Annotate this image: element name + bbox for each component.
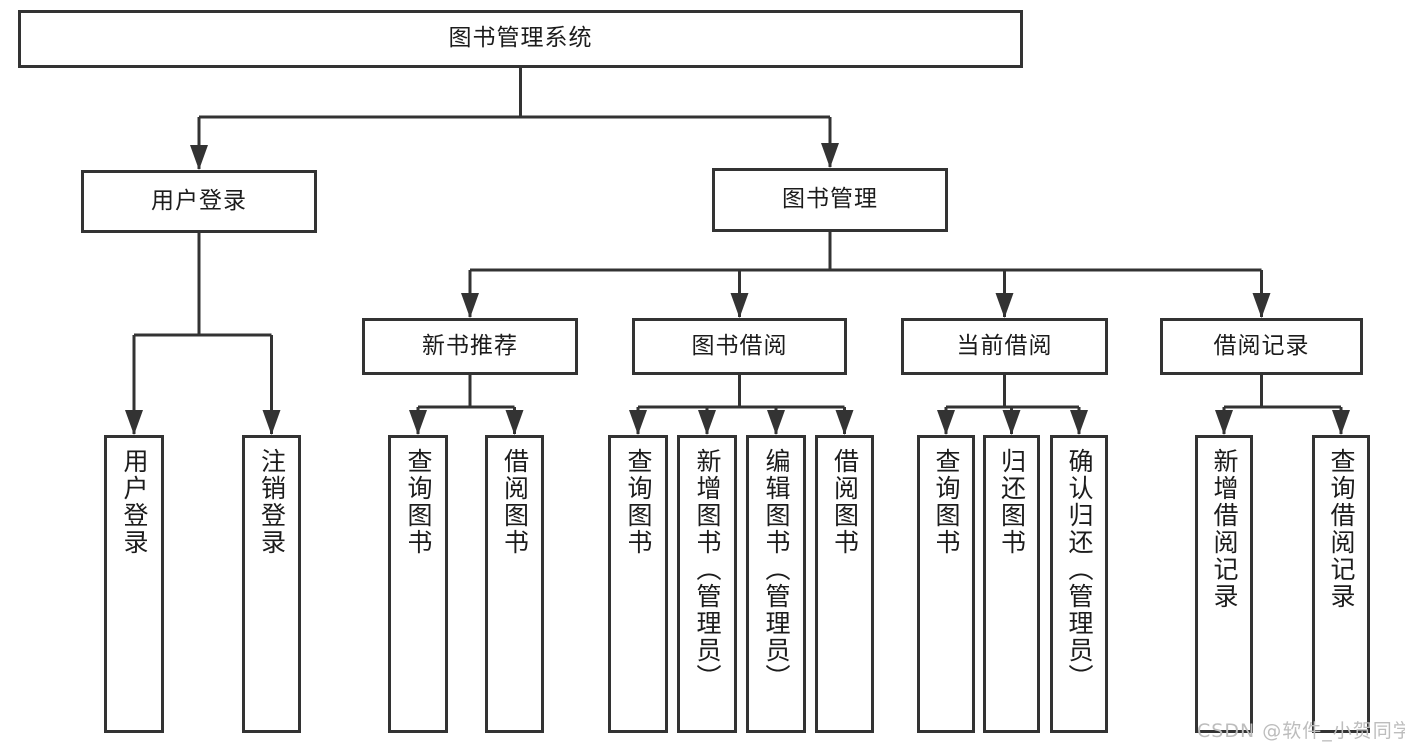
leaf-current-confirm-return[interactable]: 确认归还（管理员） [1050, 435, 1108, 733]
node-borrow-record-label: 借阅记录 [1213, 332, 1310, 359]
leaf-user-logout[interactable]: 注销登录 [242, 435, 301, 733]
node-book-management-label: 图书管理 [782, 186, 878, 213]
leaf-borrow-add-book-label: 新增图书（管理员） [693, 448, 722, 691]
leaf-recommend-borrow-book-label: 借阅图书 [500, 448, 530, 556]
leaf-borrow-query-book[interactable]: 查询图书 [608, 435, 668, 733]
leaf-current-confirm-return-label: 确认归还（管理员） [1065, 448, 1094, 691]
leaf-current-return-book[interactable]: 归还图书 [983, 435, 1040, 733]
leaf-record-query-label: 查询借阅记录 [1327, 448, 1356, 610]
node-user-login[interactable]: 用户登录 [81, 170, 317, 233]
node-current-borrow-label: 当前借阅 [956, 332, 1053, 359]
leaf-borrow-lend-book-label: 借阅图书 [830, 448, 860, 556]
leaf-record-add[interactable]: 新增借阅记录 [1195, 435, 1253, 733]
leaf-borrow-add-book[interactable]: 新增图书（管理员） [677, 435, 737, 733]
node-book-management[interactable]: 图书管理 [712, 168, 948, 232]
node-book-borrow-label: 图书借阅 [691, 332, 788, 359]
leaf-borrow-lend-book[interactable]: 借阅图书 [815, 435, 874, 733]
leaf-user-login[interactable]: 用户登录 [104, 435, 164, 733]
leaf-current-return-book-label: 归还图书 [997, 448, 1027, 556]
node-root-label: 图书管理系统 [448, 25, 593, 52]
leaf-borrow-edit-book[interactable]: 编辑图书（管理员） [746, 435, 806, 733]
leaf-current-query-book-label: 查询图书 [932, 448, 961, 556]
csdn-watermark: CSDN @软件_小贺同学 [1197, 720, 1405, 742]
node-user-login-label: 用户登录 [151, 187, 247, 214]
node-root[interactable]: 图书管理系统 [18, 10, 1023, 68]
leaf-borrow-edit-book-label: 编辑图书（管理员） [762, 448, 791, 691]
node-book-borrow[interactable]: 图书借阅 [632, 318, 847, 375]
leaf-user-login-label: 用户登录 [120, 448, 149, 556]
leaf-user-logout-label: 注销登录 [257, 448, 287, 556]
node-current-borrow[interactable]: 当前借阅 [901, 318, 1108, 375]
leaf-recommend-borrow-book[interactable]: 借阅图书 [485, 435, 544, 733]
leaf-record-query[interactable]: 查询借阅记录 [1312, 435, 1370, 733]
leaf-borrow-query-book-label: 查询图书 [624, 448, 653, 556]
leaf-current-query-book[interactable]: 查询图书 [917, 435, 975, 733]
leaf-record-add-label: 新增借阅记录 [1210, 448, 1239, 610]
node-borrow-record[interactable]: 借阅记录 [1160, 318, 1363, 375]
node-new-book-recommend[interactable]: 新书推荐 [362, 318, 578, 375]
leaf-recommend-query-book-label: 查询图书 [404, 448, 433, 556]
node-new-book-recommend-label: 新书推荐 [422, 332, 518, 359]
leaf-recommend-query-book[interactable]: 查询图书 [388, 435, 448, 733]
